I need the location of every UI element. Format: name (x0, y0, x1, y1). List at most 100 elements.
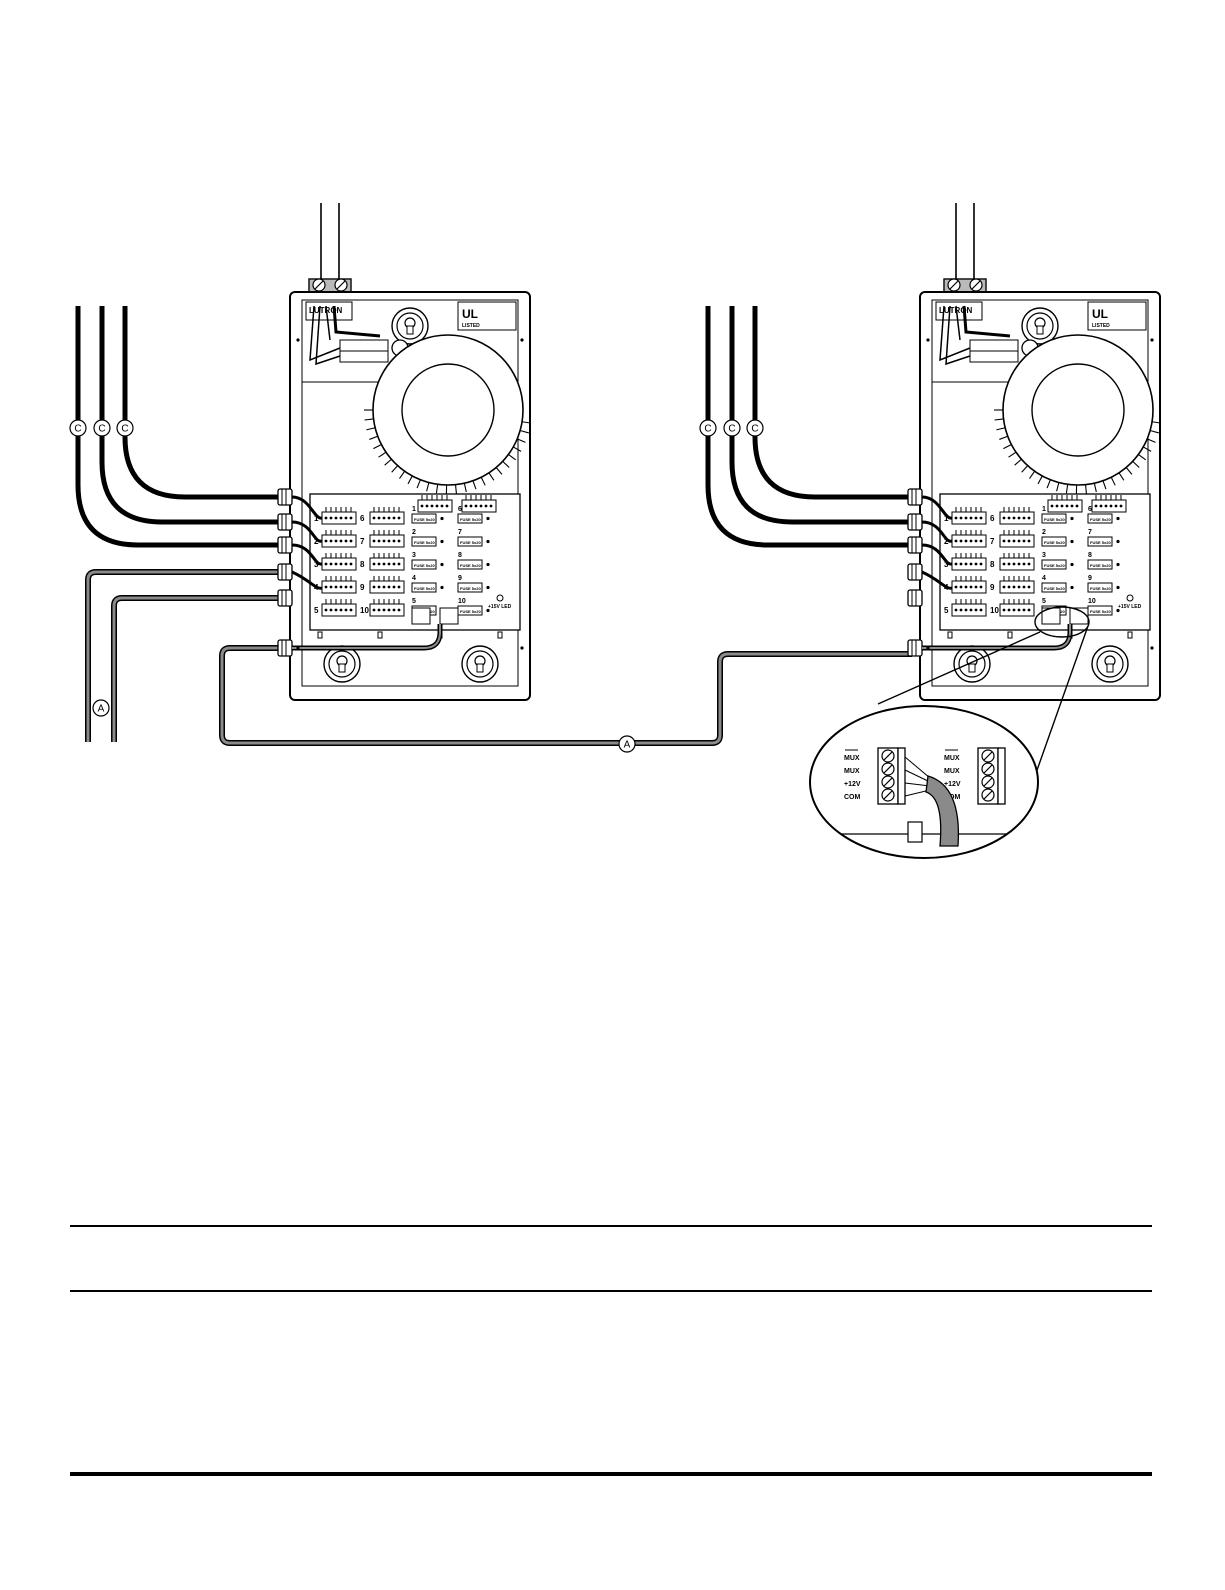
field-wiring (78, 203, 986, 743)
terminal-label: +12V (844, 781, 861, 788)
cable-gland-icon (908, 514, 922, 530)
fuse-number: 6 (458, 506, 462, 513)
feed-cable (956, 203, 974, 280)
conduit-run (102, 306, 280, 522)
fuse-number: 2 (412, 529, 416, 536)
standoff-detail (908, 822, 922, 842)
conduit-run (125, 306, 280, 497)
terminal-label: MUX (944, 768, 960, 775)
conduit-callout: C (74, 424, 81, 435)
standoff (378, 632, 382, 638)
cable-gland-icon (278, 640, 292, 656)
separator-rule-top (70, 1225, 1152, 1227)
fuse-label: FUSE 5x20 (414, 563, 435, 568)
circuit-number: 6 (360, 514, 365, 523)
fuse-label: FUSE 5x20 (414, 517, 435, 522)
fuse-number: 10 (1088, 598, 1096, 605)
fuse-number: 5 (412, 598, 416, 605)
fuse-label: FUSE 5x20 (1044, 563, 1065, 568)
conduit-callout: C (704, 424, 711, 435)
terminal-label: MUX (844, 755, 860, 762)
standoff (498, 632, 502, 638)
conduit-run (755, 306, 910, 497)
link-callout-bottom: A (624, 740, 631, 751)
standoff (1008, 632, 1012, 638)
listing-label: LISTED (1092, 323, 1110, 329)
fuse-number: 4 (1042, 575, 1046, 582)
mux-connector-icon (440, 608, 458, 624)
terminal-screw-icon (982, 750, 994, 762)
transformer-icon (373, 335, 523, 485)
fuse-label: FUSE 5x20 (1044, 540, 1065, 545)
power-feed-left (309, 203, 351, 292)
clamp-screw-icon (313, 279, 325, 291)
fuse-label: FUSE 5x20 (1090, 586, 1111, 591)
mounting-dot (1150, 646, 1153, 649)
mounting-dot (926, 646, 929, 649)
clamp-screw-icon (948, 279, 960, 291)
conduit-callout: C (751, 424, 758, 435)
mounting-dot (520, 646, 523, 649)
circuit-number: 10 (360, 606, 369, 615)
cable-gland-icon (278, 537, 292, 553)
keyhole-bottom-right-icon (462, 646, 498, 682)
cable-gland-icon (908, 590, 922, 606)
fuse-number: 10 (458, 598, 466, 605)
terminal-label: COM (844, 794, 861, 801)
fuse-number: 1 (1042, 506, 1046, 513)
cable-outline (114, 598, 282, 742)
fuse-number: 2 (1042, 529, 1046, 536)
keyhole-bottom-left-icon (954, 646, 990, 682)
fuse-number: 1 (412, 506, 416, 513)
ul-mark-icon: UL (1092, 307, 1108, 321)
keyhole-bottom-left-icon (324, 646, 360, 682)
fuse-number: 9 (458, 575, 462, 582)
fuse-label: FUSE 5x20 (1090, 563, 1111, 568)
fuse-label: FUSE 5x20 (414, 586, 435, 591)
fuse-label: FUSE 5x20 (460, 540, 481, 545)
power-feed-right (944, 203, 986, 292)
mounting-dot (520, 338, 523, 341)
circuit-number: 6 (990, 514, 995, 523)
separator-rule-bottom (70, 1472, 1152, 1476)
cable-gland-icon (278, 514, 292, 530)
fuse-number: 7 (458, 529, 462, 536)
conduit-callout: C (98, 424, 105, 435)
terminal-screw-icon (882, 750, 894, 762)
clamp-screw-icon (335, 279, 347, 291)
cable-gland-icon (278, 564, 292, 580)
separator-rule-middle (70, 1290, 1152, 1292)
conduit-run (732, 306, 910, 522)
terminal-screw-icon (882, 789, 894, 801)
fuse-number: 4 (412, 575, 416, 582)
mounting-dot (1150, 338, 1153, 341)
keyhole-bottom-right-icon (1092, 646, 1128, 682)
circuit-number: 7 (360, 537, 365, 546)
fuse-label: FUSE 5x20 (460, 609, 481, 614)
fuse-number: 7 (1088, 529, 1092, 536)
circuit-number: 8 (990, 560, 995, 569)
cable-gland-icon (908, 489, 922, 505)
listing-label: LISTED (462, 323, 480, 329)
led-label: +15V LED (488, 604, 512, 610)
standoff (948, 632, 952, 638)
mux-connector-icon (412, 608, 430, 624)
led-icon (1127, 595, 1133, 601)
cable-gland-icon (908, 537, 922, 553)
terminal-label: MUX (844, 768, 860, 775)
standoff (1128, 632, 1132, 638)
fuse-number: 6 (1088, 506, 1092, 513)
circuit-number: 5 (944, 606, 949, 615)
mounting-dot (296, 338, 299, 341)
terminal-screw-icon (982, 763, 994, 775)
ul-mark-icon: UL (462, 307, 478, 321)
circuit-number: 7 (990, 537, 995, 546)
fuse-label: FUSE 5x20 (1044, 517, 1065, 522)
fuse-number: 5 (1042, 598, 1046, 605)
mounting-dot (296, 646, 299, 649)
cable-gland-icon (278, 489, 292, 505)
